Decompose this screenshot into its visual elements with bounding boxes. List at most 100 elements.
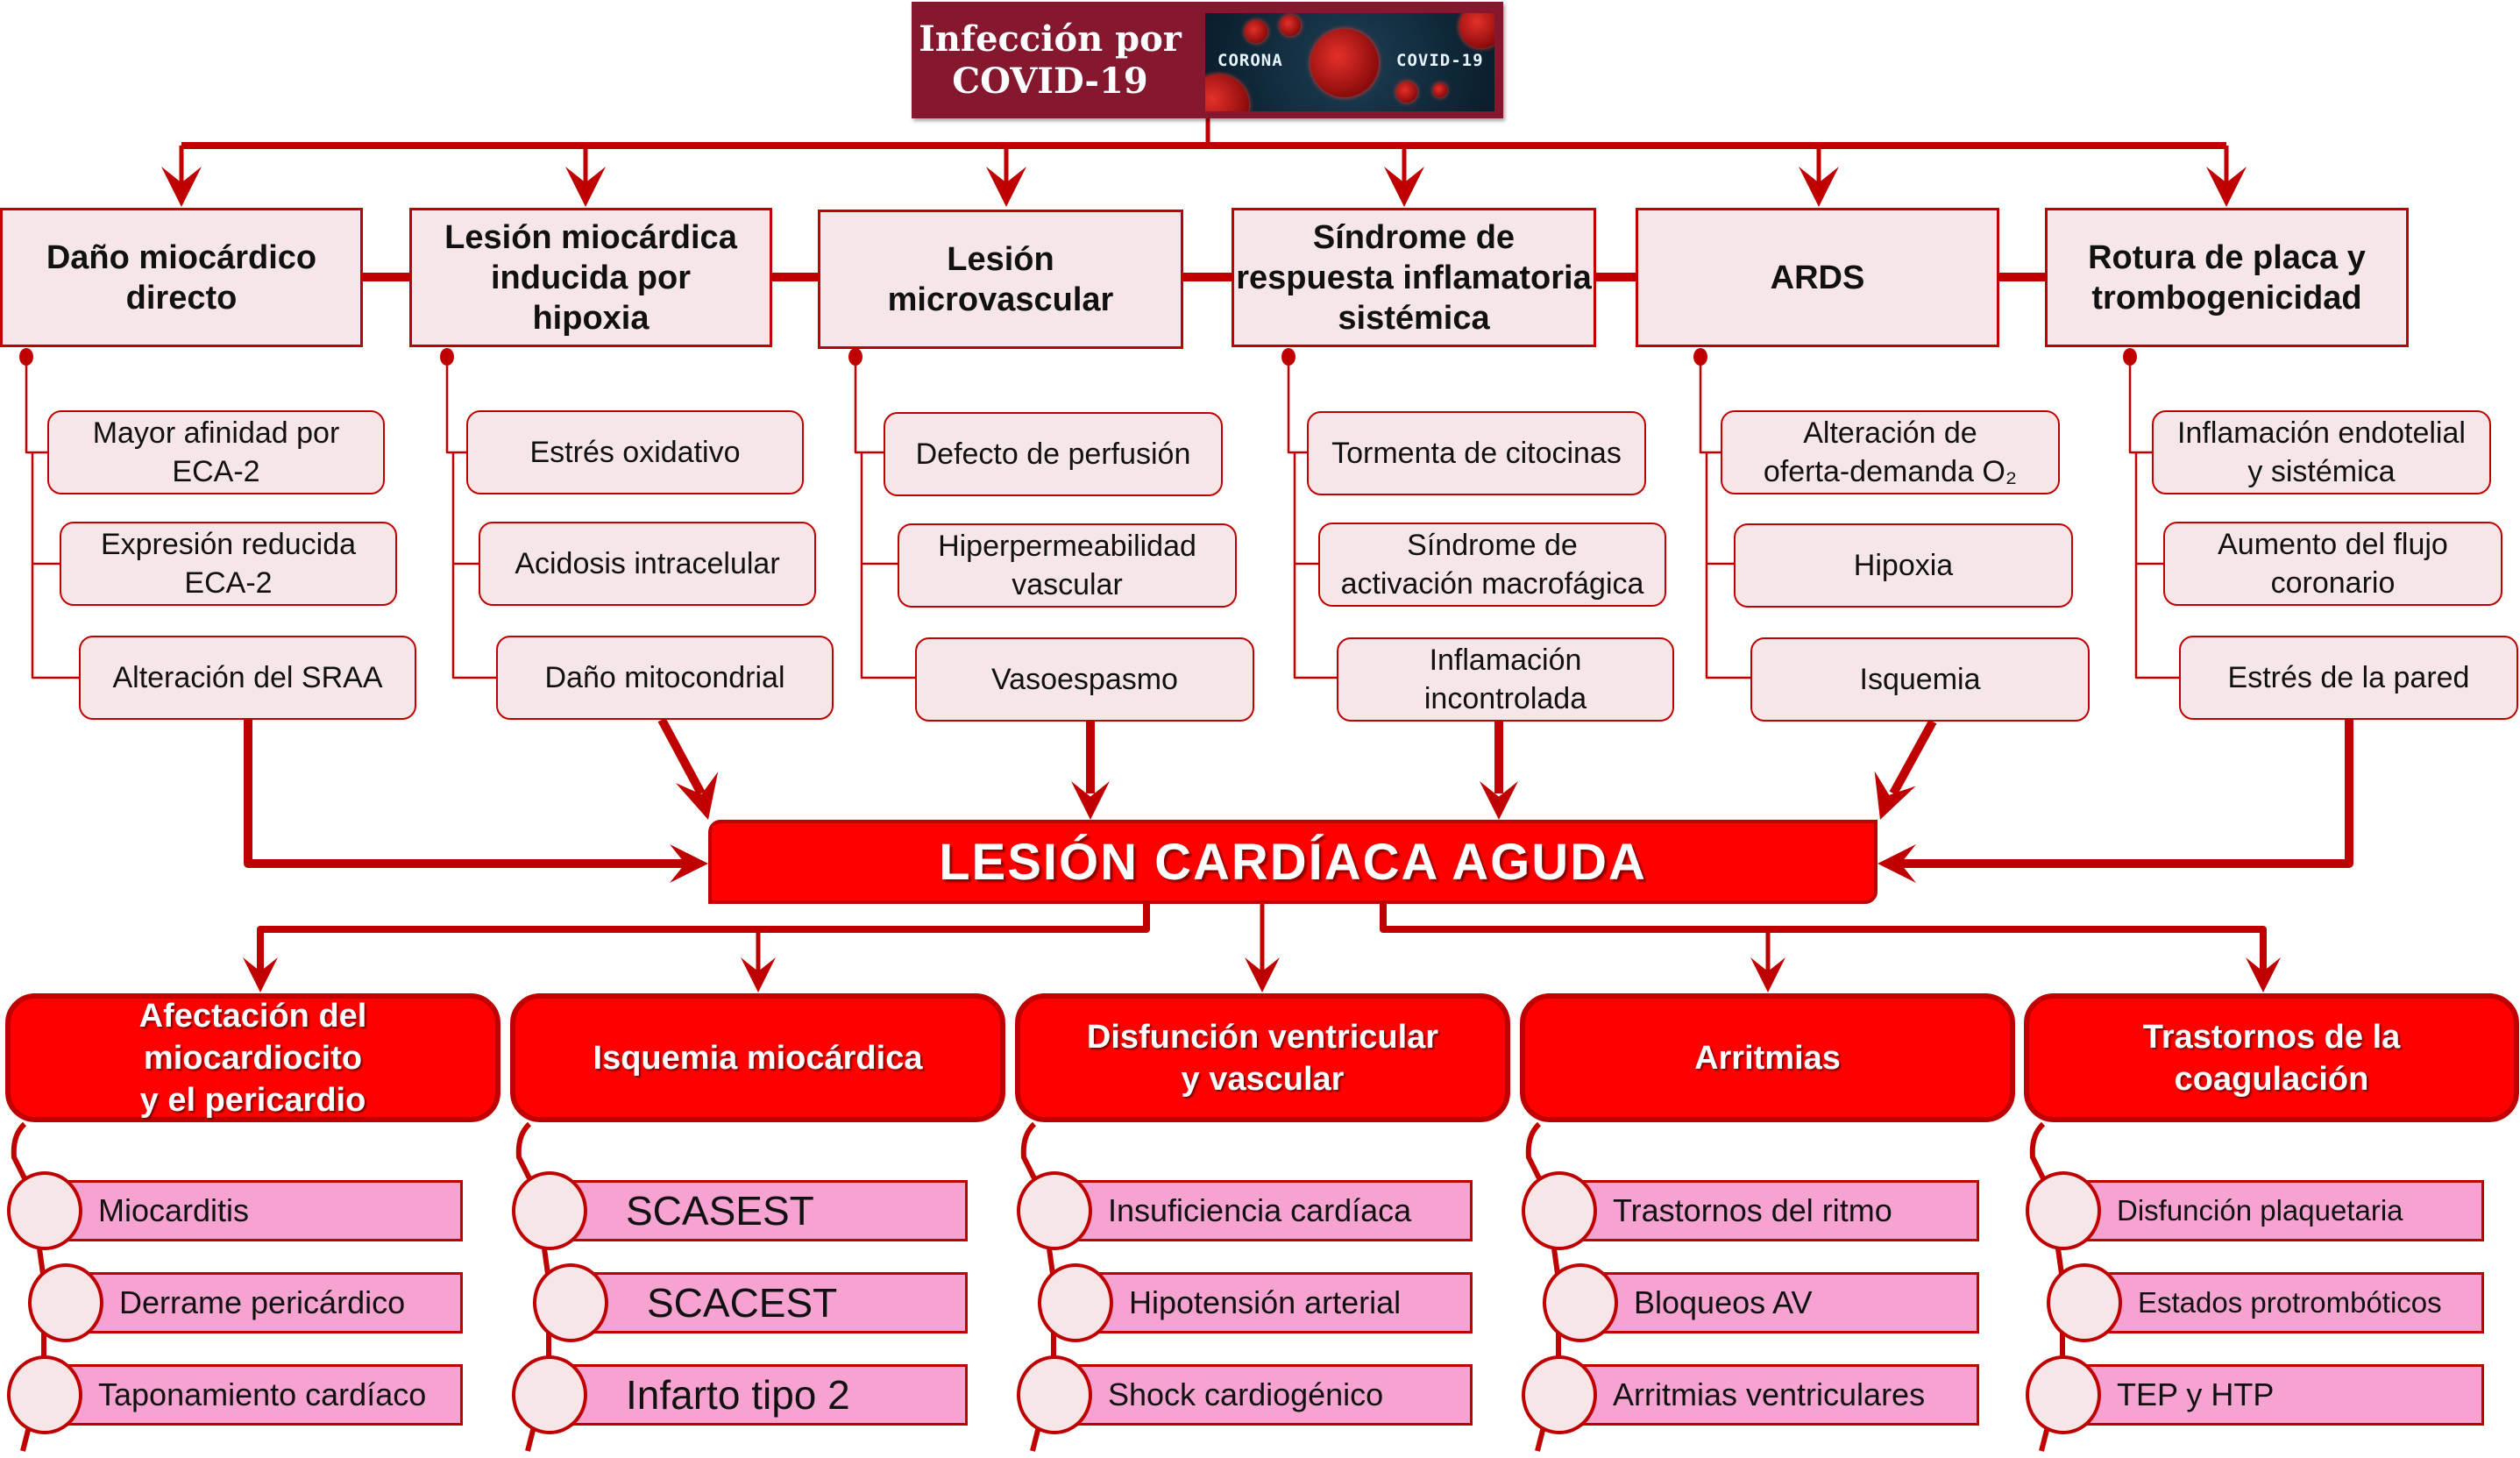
consequence-item-label: Shock cardiogénico: [1052, 1364, 1473, 1426]
acute-cardiac-injury-box: LESIÓN CARDÍACA AGUDA: [708, 820, 1878, 904]
arrowhead-icon: [1750, 957, 1785, 992]
coronavirus-icon: [1245, 20, 1267, 43]
bullet-circle-icon: [1522, 1171, 1597, 1250]
consequence-item: Arritmias ventriculares: [1522, 1355, 1979, 1434]
consequence-item-label: Disfunción plaquetaria: [2061, 1180, 2484, 1241]
mechanism-item: Inflamación incontrolada: [1337, 637, 1674, 722]
connector-line: [657, 717, 706, 796]
mechanism-item: Inflamación endotelial y sistémica: [2152, 410, 2491, 494]
arrowhead-icon: [675, 772, 719, 820]
connector-line: [1287, 357, 1307, 454]
arrowhead-icon: [1384, 167, 1424, 207]
consequence-item: Miocarditis: [7, 1171, 463, 1250]
arrowhead-icon: [1480, 781, 1518, 820]
mechanism-item: Aumento del flujo coronario: [2163, 522, 2502, 606]
bullet-circle-icon: [1522, 1355, 1597, 1434]
bullet-circle-icon: [1038, 1263, 1113, 1342]
category-spine-line: [1020, 1121, 1056, 1452]
connector-line: [244, 720, 699, 868]
connector-line: [1886, 720, 2353, 868]
arrowhead-icon: [1245, 957, 1280, 992]
bullet-circle-icon: [2026, 1171, 2101, 1250]
mechanism-item: Daño mitocondrial: [496, 636, 834, 720]
consequence-item: Hipotensión arterial: [1038, 1263, 1473, 1342]
consequence-item-label: Arritmias ventriculares: [1557, 1364, 1979, 1426]
connector-line: [451, 452, 496, 679]
mechanism-item: Isquemia: [1750, 637, 2090, 722]
mechanism-item: Alteración del SRAA: [79, 636, 416, 720]
mechanism-box-direct-myocardial-damage: Daño miocárdico directo: [0, 208, 363, 347]
consequence-header-myocyte-pericardium: Afectación del miocardiocito y el perica…: [5, 993, 500, 1122]
arrowhead-icon: [1878, 844, 1916, 883]
bullet-circle-icon: [2026, 1355, 2101, 1434]
consequence-item: Estados protrombóticos: [2047, 1263, 2484, 1342]
connector-line: [1380, 904, 2267, 982]
consequence-item-label: Bloqueos AV: [1578, 1272, 1979, 1334]
coronavirus-icon: [1433, 83, 1447, 97]
bullet-circle-icon: [1017, 1355, 1092, 1434]
bullet-circle-icon: [1543, 1263, 1618, 1342]
connector-line: [1705, 452, 1750, 679]
covid19-label: COVID-19: [1396, 51, 1484, 70]
consequence-item: Derrame pericárdico: [28, 1263, 463, 1342]
consequence-item: Bloqueos AV: [1543, 1263, 1979, 1342]
consequence-item: Infarto tipo 2: [512, 1355, 968, 1434]
connector-line: [257, 904, 1150, 982]
connector-line: [854, 357, 884, 454]
connector-line: [445, 357, 466, 454]
bullet-circle-icon: [28, 1263, 103, 1342]
mechanism-item: Expresión reducida ECA-2: [60, 522, 397, 606]
mechanism-item: Mayor afinidad por ECA-2: [47, 410, 385, 494]
consequence-item-label: SCACEST: [568, 1272, 968, 1334]
arrowhead-icon: [670, 844, 708, 883]
connector-line: [31, 452, 79, 679]
consequence-item-label: TEP y HTP: [2061, 1364, 2484, 1426]
bullet-circle-icon: [512, 1171, 587, 1250]
header-title: Infección por COVID-19: [919, 18, 1182, 102]
arrowhead-icon: [1874, 771, 1916, 820]
mechanism-item: Hiperpermeabilidad vascular: [898, 523, 1237, 608]
connector-line: [2128, 357, 2152, 454]
consequence-header-ventricular-vascular-dysfunction: Disfunción ventricular y vascular: [1015, 993, 1510, 1122]
mechanism-item: Hipoxia: [1734, 523, 2073, 608]
mechanism-box-hypoxia-injury: Lesión miocárdica inducida por hipoxia: [409, 208, 772, 347]
coronavirus-icon: [1396, 82, 1417, 103]
mechanism-item: Estrés oxidativo: [466, 410, 804, 494]
consequence-item-label: Derrame pericárdico: [63, 1272, 463, 1334]
arrowhead-icon: [2206, 167, 2247, 207]
mechanism-box-sirs: Síndrome de respuesta inflamatoria sisté…: [1232, 208, 1596, 347]
arrowhead-icon: [2246, 957, 2281, 992]
bullet-circle-icon: [7, 1171, 82, 1250]
consequence-item-label: Hipotensión arterial: [1073, 1272, 1473, 1334]
category-spine-line: [11, 1121, 46, 1452]
consequence-item-label: Taponamiento cardíaco: [42, 1364, 463, 1426]
bullet-circle-icon: [7, 1355, 82, 1434]
consequence-item-label: Miocarditis: [42, 1180, 463, 1241]
mechanism-item: Tormenta de citocinas: [1307, 411, 1646, 495]
bullet-circle-icon: [533, 1263, 608, 1342]
mechanism-box-ards: ARDS: [1636, 208, 1999, 347]
bullet-circle-icon: [2047, 1263, 2122, 1342]
coronavirus-image: CORONA COVID-19: [1205, 13, 1494, 111]
consequence-item: Taponamiento cardíaco: [7, 1355, 463, 1434]
arrowhead-icon: [986, 167, 1026, 207]
consequence-item-label: Insuficiencia cardíaca: [1052, 1180, 1473, 1241]
connector-line: [1699, 357, 1721, 454]
coronavirus-icon: [1310, 29, 1379, 97]
consequence-header-myocardial-ischemia: Isquemia miocárdica: [510, 993, 1005, 1122]
arrowhead-icon: [565, 167, 606, 207]
arrowhead-icon: [741, 957, 776, 992]
mechanism-box-plaque-rupture: Rotura de placa y trombogenicidad: [2045, 208, 2409, 347]
consequence-item: Trastornos del ritmo: [1522, 1171, 1979, 1250]
coronavirus-icon: [1459, 13, 1494, 48]
mechanism-item: Defecto de perfusión: [884, 412, 1223, 496]
mechanism-item: Estrés de la pared: [2179, 636, 2518, 720]
arrowhead-icon: [243, 957, 278, 992]
mechanism-item: Síndrome de activación macrofágica: [1318, 523, 1666, 607]
connector-line: [25, 357, 47, 454]
consequence-item: SCACEST: [533, 1263, 968, 1342]
mechanism-item: Acidosis intracelular: [479, 522, 816, 606]
consequence-item-label: Trastornos del ritmo: [1557, 1180, 1979, 1241]
coronavirus-icon: [1205, 75, 1249, 111]
